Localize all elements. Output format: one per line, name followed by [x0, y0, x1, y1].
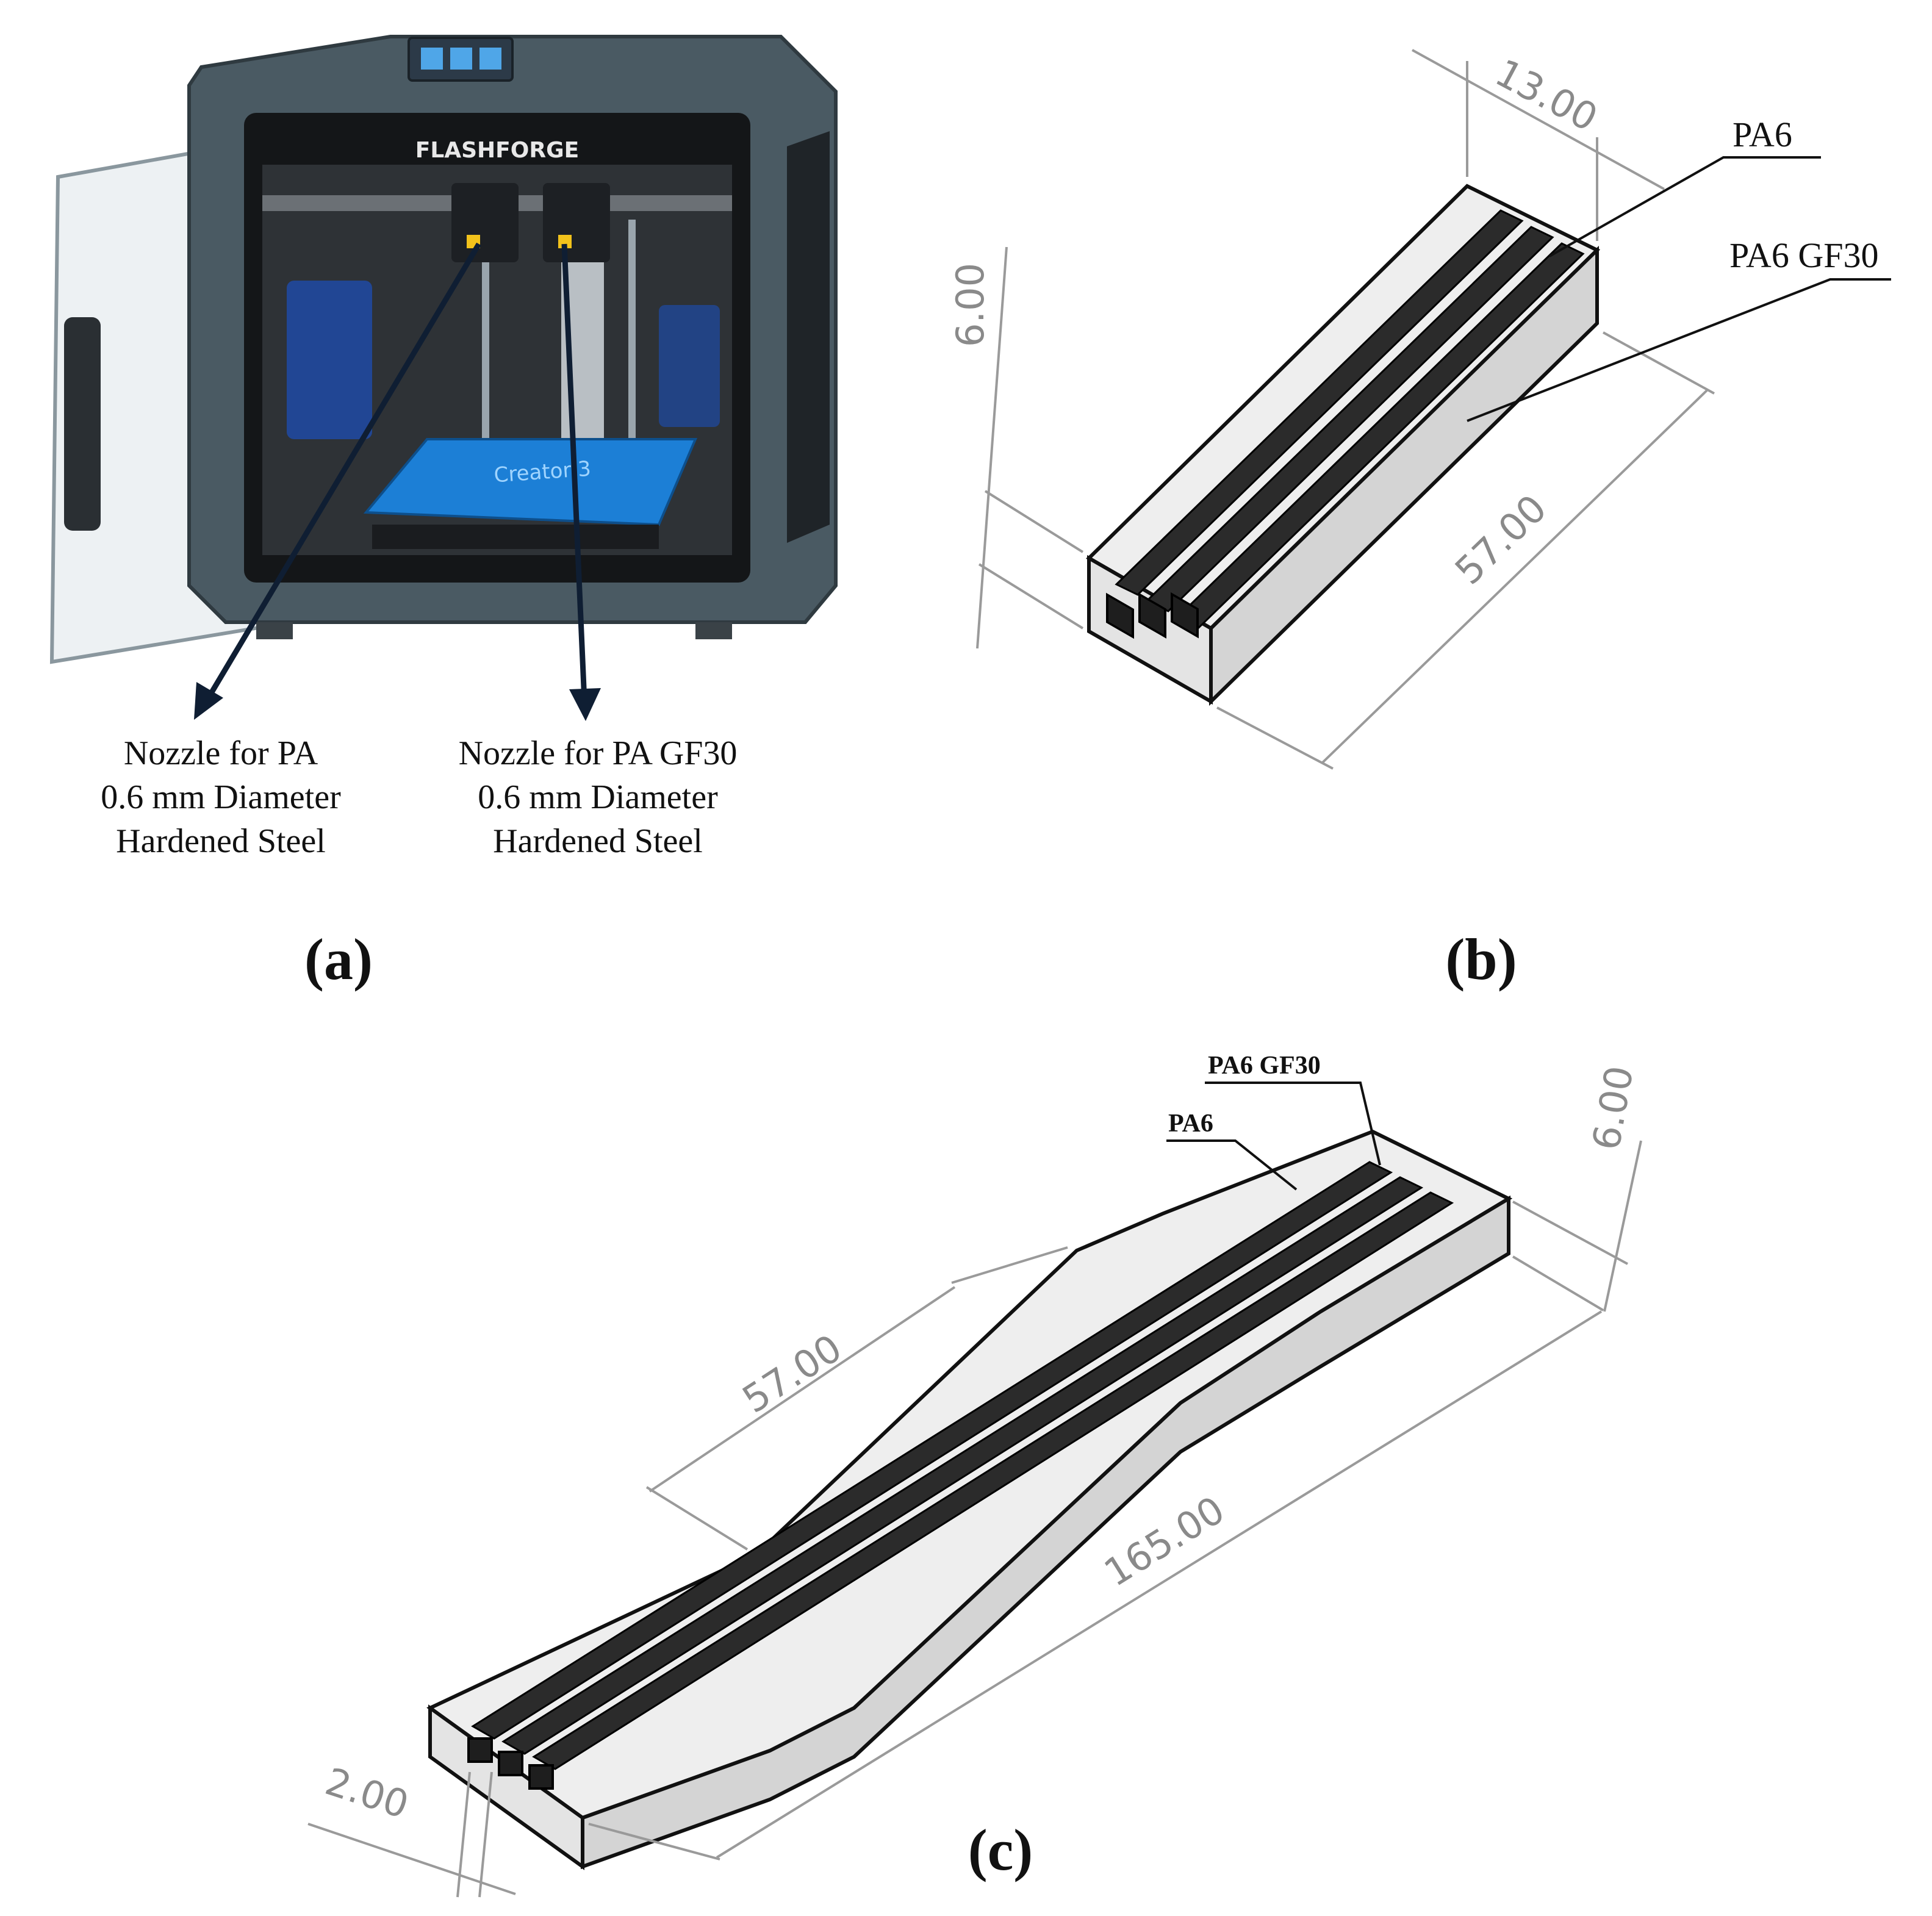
- nozzle-pa-line2: 0.6 mm Diameter: [101, 778, 341, 816]
- specimen-b-channel-end-3: [1171, 592, 1199, 639]
- dim-c-height-line: [1603, 1140, 1642, 1312]
- bed-base: [372, 525, 659, 549]
- specimen-c: [426, 1129, 1513, 1870]
- specimen-c-channel-3: [532, 1191, 1454, 1770]
- dim-c-total-ext-2: [1512, 1255, 1604, 1311]
- leader-c-gf30: [1205, 1082, 1381, 1166]
- dim-c-gauge-ext-2: [951, 1246, 1068, 1284]
- panel-a-label: (a): [304, 927, 373, 992]
- panel-b-label: (b): [1445, 927, 1517, 992]
- specimen-b-channel-1: [1115, 209, 1524, 596]
- printer-side-panel: [787, 131, 830, 543]
- nozzle-pa-pointer: [204, 242, 481, 703]
- dim-b-width-line: [1412, 49, 1665, 190]
- dim-b-height-ext-2: [978, 563, 1084, 630]
- filament-spool-right: [659, 305, 720, 427]
- dim-c-gauge-line: [648, 1286, 956, 1493]
- specimen-b-side-face: [1209, 245, 1599, 706]
- dim-c-gauge-text: 57.00: [734, 1326, 850, 1422]
- label-c-pa6: PA6: [1168, 1110, 1213, 1138]
- label-b-pa6: PA6: [1733, 115, 1792, 154]
- z-rod-right: [628, 220, 636, 464]
- print-bed: [363, 438, 698, 526]
- printer-illustration: FLASHFORGE Creator 3: [49, 35, 838, 664]
- label-c-gf30: PA6 GF30: [1208, 1052, 1321, 1080]
- dim-c-height-ext-1: [1512, 1200, 1628, 1265]
- screen-button-3: [479, 48, 501, 70]
- nozzle-pa-arrowhead: [194, 682, 223, 720]
- dim-b-width-text: 13.00: [1489, 50, 1605, 140]
- printer-brand: FLASHFORGE: [415, 138, 580, 163]
- dim-c-total-ext-1: [588, 1823, 720, 1860]
- nozzle-gf30-caption: Nozzle for PA GF30 0.6 mm Diameter Harde…: [459, 734, 738, 860]
- specimen-b-channel-end-2: [1138, 592, 1166, 639]
- specimen-c-channel-end-3: [528, 1764, 554, 1790]
- screen-button-1: [421, 48, 443, 70]
- specimen-b: [1086, 184, 1601, 706]
- specimen-c-side-face: [581, 1195, 1510, 1870]
- printer-foot-left: [256, 622, 293, 639]
- panel-b: 13.00 6.00 57.00 PA6 PA6 GF30 (b): [948, 49, 1891, 992]
- dim-b-length-ext-2: [1603, 331, 1715, 395]
- dim-c-total-line: [716, 1310, 1603, 1859]
- nozzle-gf30-pointer: [561, 243, 587, 702]
- panel-a: FLASHFORGE Creator 3: [49, 35, 838, 992]
- extruder-right: [543, 183, 610, 262]
- extruder-left: [451, 183, 519, 262]
- label-b-gf30: PA6 GF30: [1729, 235, 1878, 275]
- leader-b-pa6: [1549, 156, 1821, 257]
- panel-c: 57.00 165.00 6.00 2.00 PA6 GF30 PA6 (c): [307, 1052, 1642, 1898]
- printer-foot-right: [695, 622, 732, 639]
- dim-b-height-ext-1: [984, 490, 1084, 553]
- dim-c-channel-ext-2: [478, 1771, 493, 1898]
- nozzle-gf30-line2: 0.6 mm Diameter: [478, 778, 718, 816]
- leader-c-pa6: [1166, 1139, 1298, 1191]
- extruder-right-label: [558, 235, 572, 248]
- nozzle-gf30-line3: Hardened Steel: [493, 822, 703, 860]
- specimen-c-channel-1: [471, 1161, 1393, 1740]
- specimen-c-channel-end-2: [498, 1751, 523, 1776]
- dim-b-height-text: 6.00: [948, 263, 993, 347]
- dim-c-channel-text: 2.00: [320, 1759, 414, 1828]
- nozzle-gf30-arrowhead: [569, 688, 601, 721]
- z-rod-left: [482, 220, 489, 464]
- nozzle-pa-line3: Hardened Steel: [116, 822, 326, 860]
- door-handle: [64, 317, 101, 531]
- specimen-c-channel-2: [501, 1176, 1424, 1755]
- specimen-c-channel-end-1: [467, 1737, 493, 1763]
- dim-b-length-ext-1: [1216, 706, 1334, 770]
- screen-button-2: [450, 48, 472, 70]
- nozzle-pa-line1: Nozzle for PA: [124, 734, 318, 772]
- nozzle-pa-caption: Nozzle for PA 0.6 mm Diameter Hardened S…: [101, 734, 341, 860]
- filament-spool-left: [287, 281, 372, 439]
- panel-c-label: (c): [968, 1817, 1033, 1882]
- dim-b-height-line: [976, 246, 1008, 649]
- dim-c-gauge-ext-1: [645, 1486, 749, 1551]
- dim-c-channel-ext-1: [456, 1771, 471, 1898]
- specimen-b-channel-end-1: [1106, 592, 1134, 639]
- dim-b-length-line: [1321, 389, 1708, 764]
- nozzle-gf30-line1: Nozzle for PA GF30: [459, 734, 738, 772]
- dim-c-height-text: 6.00: [1584, 1063, 1642, 1154]
- dim-b-length-text: 57.00: [1446, 486, 1555, 594]
- leader-b-gf30: [1467, 278, 1891, 422]
